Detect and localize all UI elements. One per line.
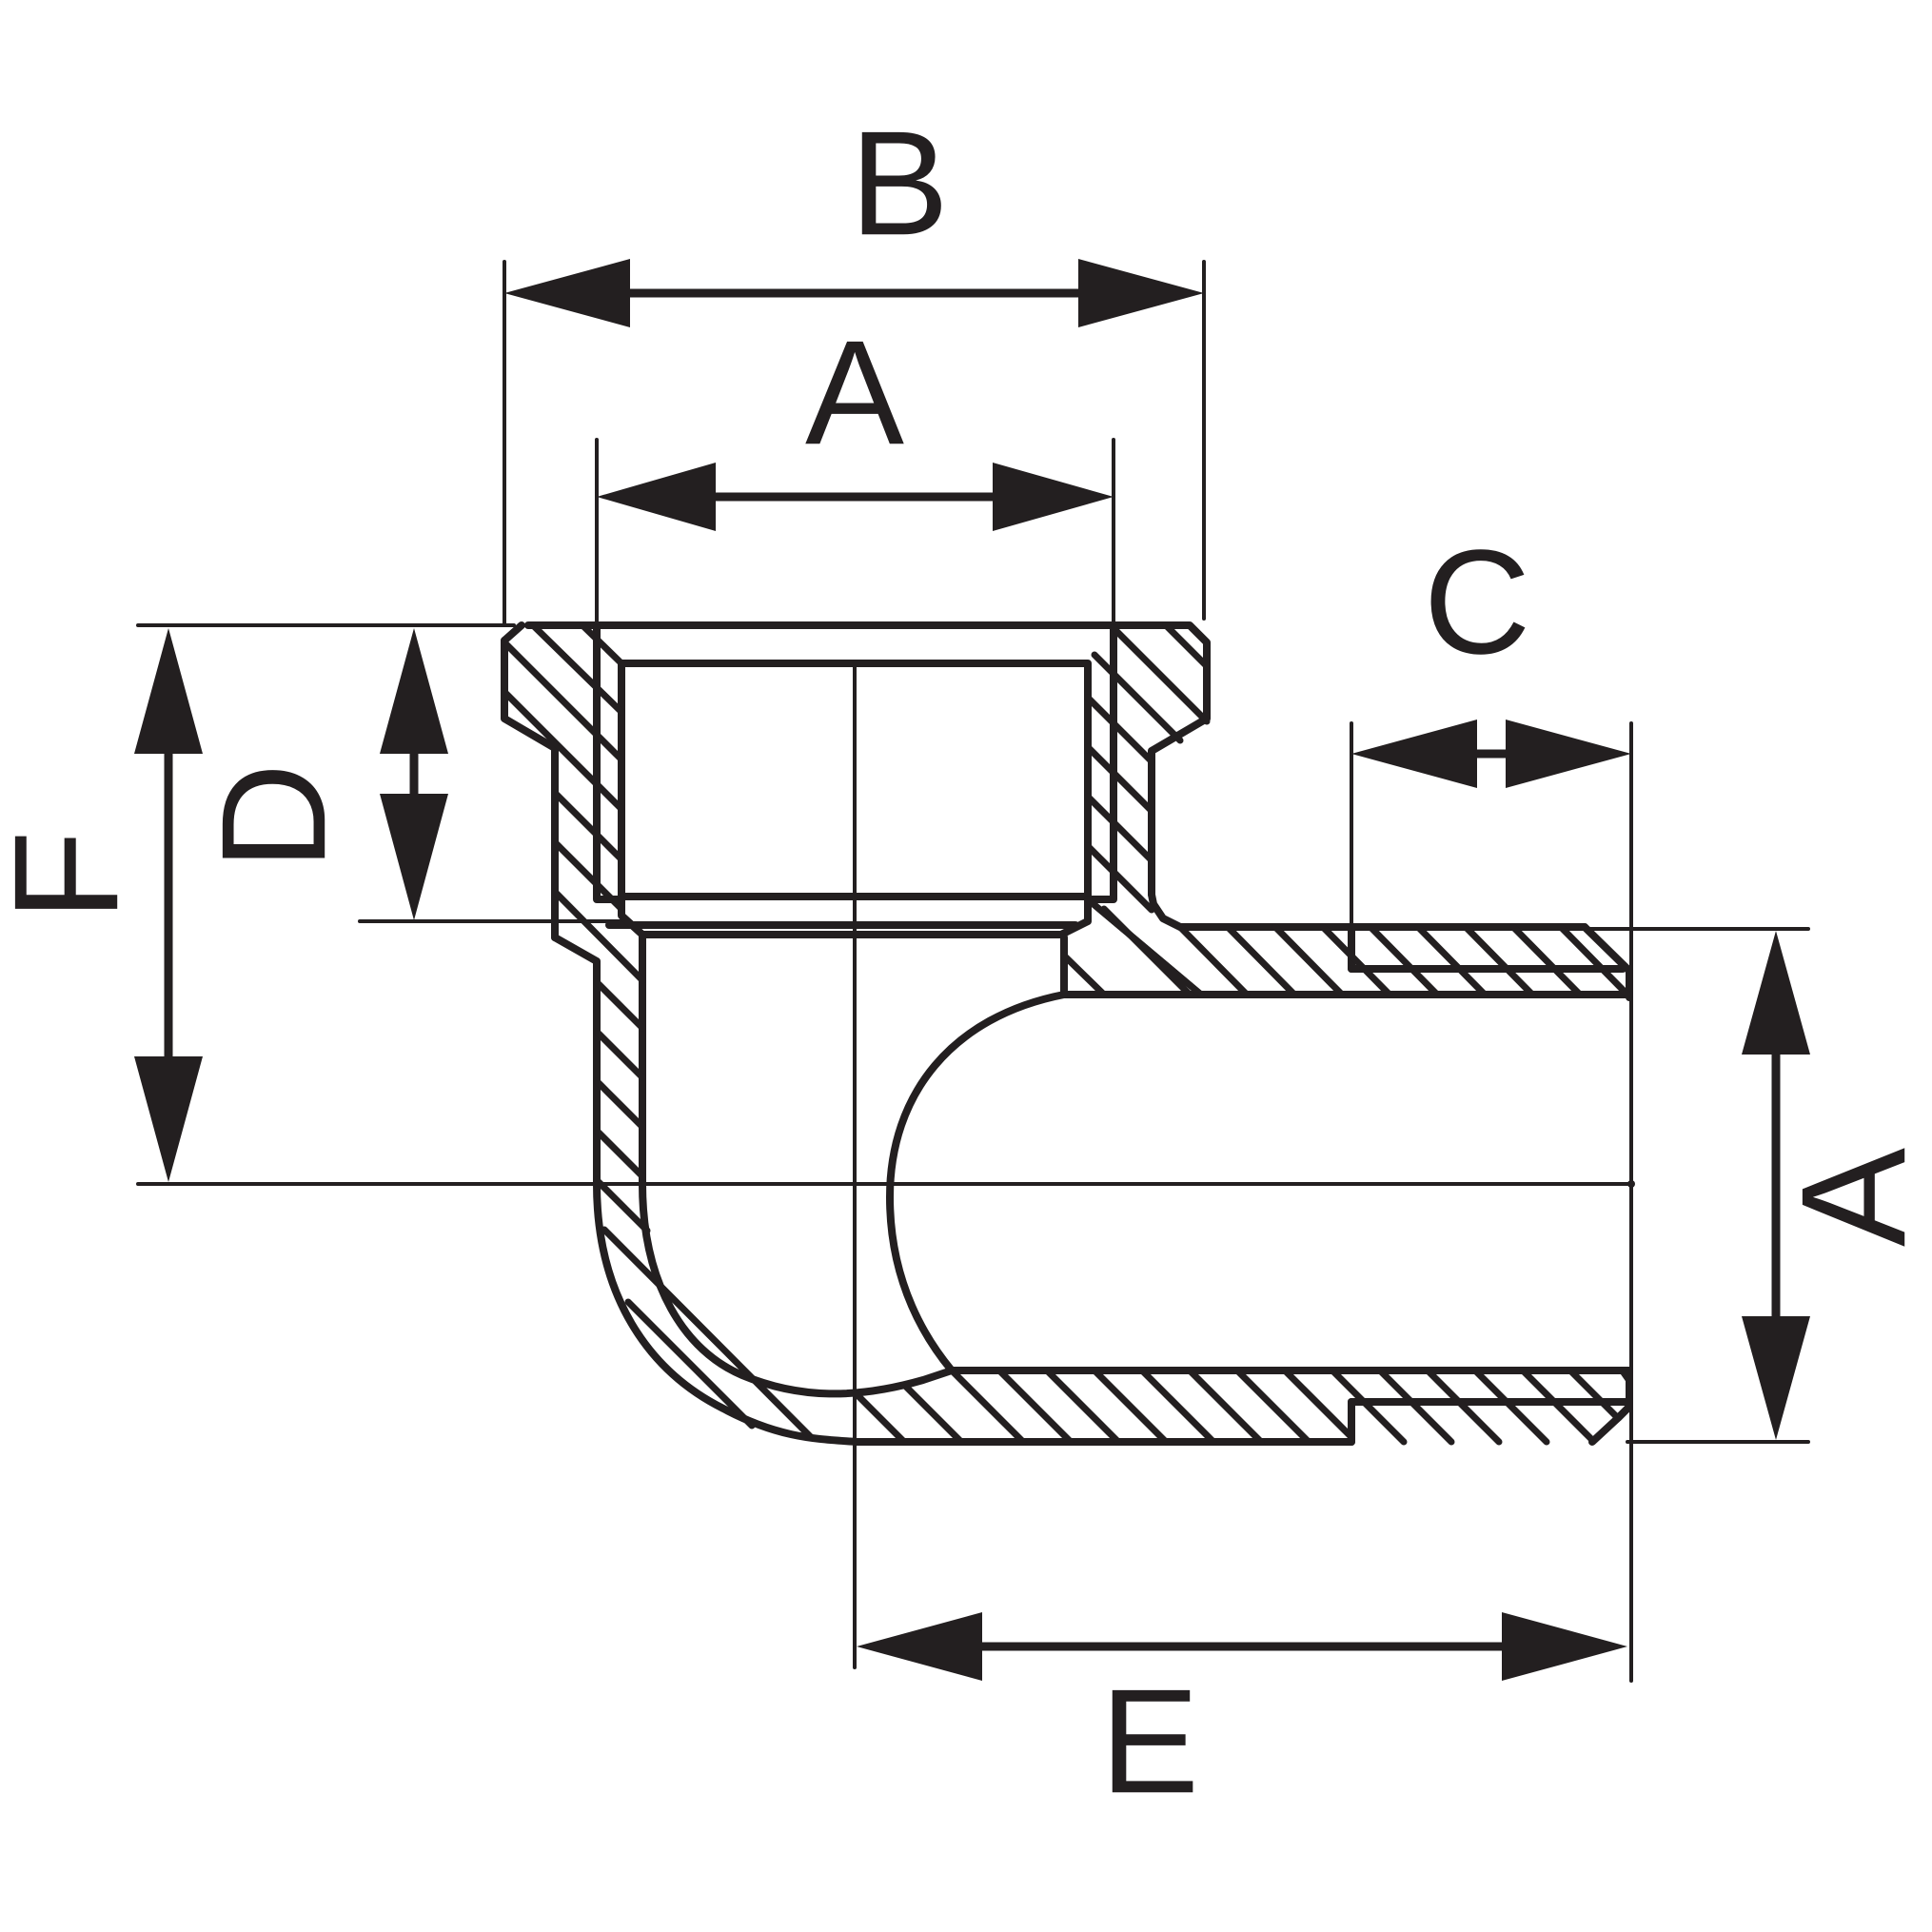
dim-label-a-top: A bbox=[805, 310, 904, 476]
dim-label-e: E bbox=[1100, 1659, 1199, 1824]
branch-outline bbox=[853, 923, 1635, 1446]
section-hatching bbox=[501, 621, 1631, 1446]
dimension-a-right: A bbox=[1742, 931, 1932, 1440]
dim-label-f: F bbox=[0, 830, 149, 920]
center-lines bbox=[593, 664, 1633, 1669]
dimension-e: E bbox=[857, 1612, 1627, 1824]
dimension-d: D bbox=[191, 628, 448, 920]
dimension-c: C bbox=[1351, 520, 1631, 788]
dim-label-a-right: A bbox=[1771, 1148, 1932, 1247]
dimension-b: B bbox=[504, 101, 1204, 327]
dim-label-b: B bbox=[850, 101, 949, 266]
dim-label-c: C bbox=[1424, 520, 1531, 685]
extension-lines bbox=[136, 260, 1810, 1683]
dimension-a-top: A bbox=[597, 310, 1114, 531]
dim-label-d: D bbox=[191, 763, 357, 871]
elbow-curves bbox=[593, 991, 1068, 1446]
dimension-f: F bbox=[0, 628, 203, 1182]
top-socket-outline bbox=[501, 621, 1588, 1188]
